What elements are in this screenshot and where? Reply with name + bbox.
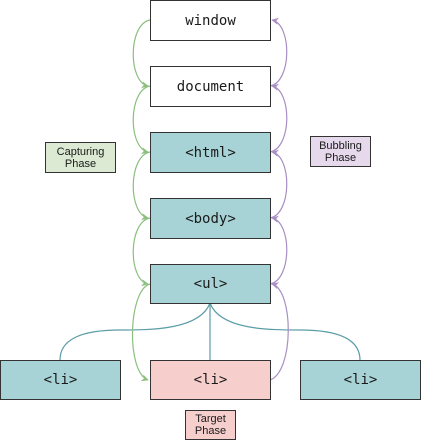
bubbling-phase-label: Bubbling Phase bbox=[310, 136, 371, 167]
tree-connectors bbox=[59, 302, 361, 361]
capture-arrow-html-body bbox=[132, 151, 151, 221]
window-node: window bbox=[150, 0, 271, 41]
bubble-arrow-target-ul bbox=[269, 282, 289, 381]
capture-arrow-ul-target bbox=[131, 283, 151, 382]
li-left-node: <li> bbox=[0, 360, 121, 400]
capture-arrow-document-html bbox=[132, 85, 151, 155]
capturing-phase-label: Capturing Phase bbox=[45, 142, 116, 173]
bubble-arrow-html-document bbox=[269, 83, 288, 153]
capture-arrow-window-document bbox=[132, 19, 151, 89]
ul-node: <ul> bbox=[150, 264, 271, 304]
li-target-node: <li> bbox=[150, 360, 271, 400]
bubble-arrow-document-window bbox=[269, 17, 288, 87]
bubbling-arrows bbox=[269, 17, 289, 381]
capturing-arrows bbox=[131, 19, 151, 382]
target-phase-label: Target Phase bbox=[185, 410, 236, 440]
document-node: document bbox=[150, 66, 271, 107]
capture-arrow-body-ul bbox=[132, 217, 151, 287]
body-node: <body> bbox=[150, 198, 271, 239]
bubble-arrow-body-html bbox=[269, 149, 288, 219]
html-node: <html> bbox=[150, 132, 271, 173]
tree-connector-left bbox=[59, 302, 211, 361]
tree-connector-right bbox=[209, 302, 361, 361]
bubble-arrow-ul-body bbox=[269, 215, 288, 285]
li-right-node: <li> bbox=[300, 360, 421, 400]
